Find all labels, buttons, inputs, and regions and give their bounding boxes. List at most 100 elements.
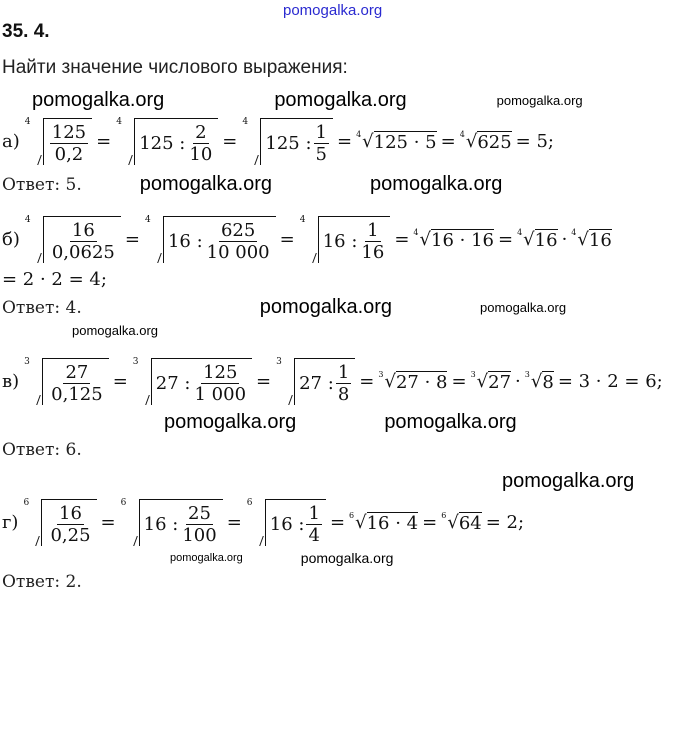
numerator: 625	[218, 220, 258, 242]
root-index: 6	[441, 510, 447, 520]
denominator: 0,125	[51, 384, 103, 405]
answer-b: Ответ: 4.	[2, 297, 82, 318]
math-text: б)	[2, 229, 20, 250]
math-text: 125 :	[139, 133, 186, 154]
numerator: 16	[69, 220, 97, 242]
watermark: pomogalka.org	[370, 173, 503, 195]
math-text: 16 :	[143, 514, 179, 535]
root-index: 6	[349, 510, 355, 520]
math-text: =	[497, 229, 514, 250]
radical-sign	[141, 358, 152, 405]
root-index: 6	[246, 498, 253, 508]
math-text: 16 :	[269, 514, 305, 535]
math-text: = 5;	[515, 131, 554, 152]
watermark: pomogalka.org	[480, 300, 567, 315]
watermark-row: pomogalka.org pomogalka.org	[2, 411, 681, 434]
root-index: 3	[470, 369, 476, 379]
math-text: в)	[2, 371, 20, 392]
radical-sign	[284, 358, 296, 405]
root-index: 3	[276, 357, 282, 367]
math-text: =	[359, 371, 375, 392]
numerator: 16	[57, 503, 84, 525]
radicand: 27	[488, 370, 512, 393]
math-text: = 3 · 2 = 6;	[557, 371, 663, 392]
radical-sign	[33, 118, 44, 165]
root-index: 4	[24, 215, 31, 225]
radical-sign	[255, 499, 266, 546]
denominator: 1 000	[194, 384, 247, 405]
watermark: pomogalka.org	[170, 552, 243, 564]
denominator: 5	[315, 144, 327, 165]
root-index: 6	[120, 498, 127, 508]
root-index: 4	[571, 227, 577, 237]
math-text: =	[451, 371, 467, 392]
radicand: 16 · 16	[431, 228, 494, 251]
radical-sign	[129, 499, 140, 546]
math-text: 16 :	[322, 231, 358, 252]
watermark: pomogalka.org	[32, 89, 165, 111]
inline-root: 3√27 · 8	[378, 370, 448, 393]
inline-root: 4√16	[571, 227, 612, 251]
watermark: pomogalka.org	[496, 93, 583, 108]
numerator: 1	[306, 503, 322, 525]
denominator: 10 000	[206, 242, 270, 263]
math-text: ·	[515, 371, 521, 392]
math-text: =	[226, 512, 242, 533]
radicand: 16	[534, 228, 558, 251]
math-text: 27 :	[155, 373, 191, 394]
radical-sign	[250, 118, 262, 165]
radical-sign: √	[530, 370, 543, 392]
numerator: 2	[193, 122, 209, 144]
watermark: pomogalka.org	[72, 323, 158, 338]
math-text: =	[394, 229, 410, 250]
watermark: pomogalka.org	[274, 89, 407, 111]
inline-root: 3√27	[470, 369, 512, 393]
watermark-row: pomogalka.org	[2, 470, 681, 493]
task-text: Найти значение числового выражения:	[2, 57, 348, 78]
root-index: 4	[413, 227, 419, 237]
math-text: а)	[2, 131, 20, 152]
radical-sign: √	[447, 511, 459, 533]
numerator: 27	[63, 362, 91, 384]
math-text: =	[336, 131, 353, 152]
inline-root: 4√16	[517, 228, 558, 251]
denominator: 16	[361, 242, 385, 263]
radical-sign	[308, 216, 319, 263]
numerator: 1	[335, 362, 352, 384]
numerator: 25	[186, 503, 213, 525]
watermark: pomogalka.org	[164, 411, 297, 433]
math-text: 16 :	[167, 231, 203, 252]
root-index: 4	[356, 129, 362, 139]
radical-sign: √	[476, 370, 489, 392]
math-text: =	[222, 131, 238, 152]
answer-v: Ответ: 6.	[2, 440, 82, 460]
denominator: 8	[337, 384, 350, 405]
inline-root: 4√16 · 16	[413, 227, 494, 251]
math-text: =	[112, 371, 128, 392]
math-text: 125 :	[265, 133, 312, 154]
root-index: 4	[144, 215, 151, 225]
radical-sign	[153, 216, 164, 263]
radical-sign: √	[362, 130, 374, 152]
radical-sign: √	[355, 511, 367, 533]
